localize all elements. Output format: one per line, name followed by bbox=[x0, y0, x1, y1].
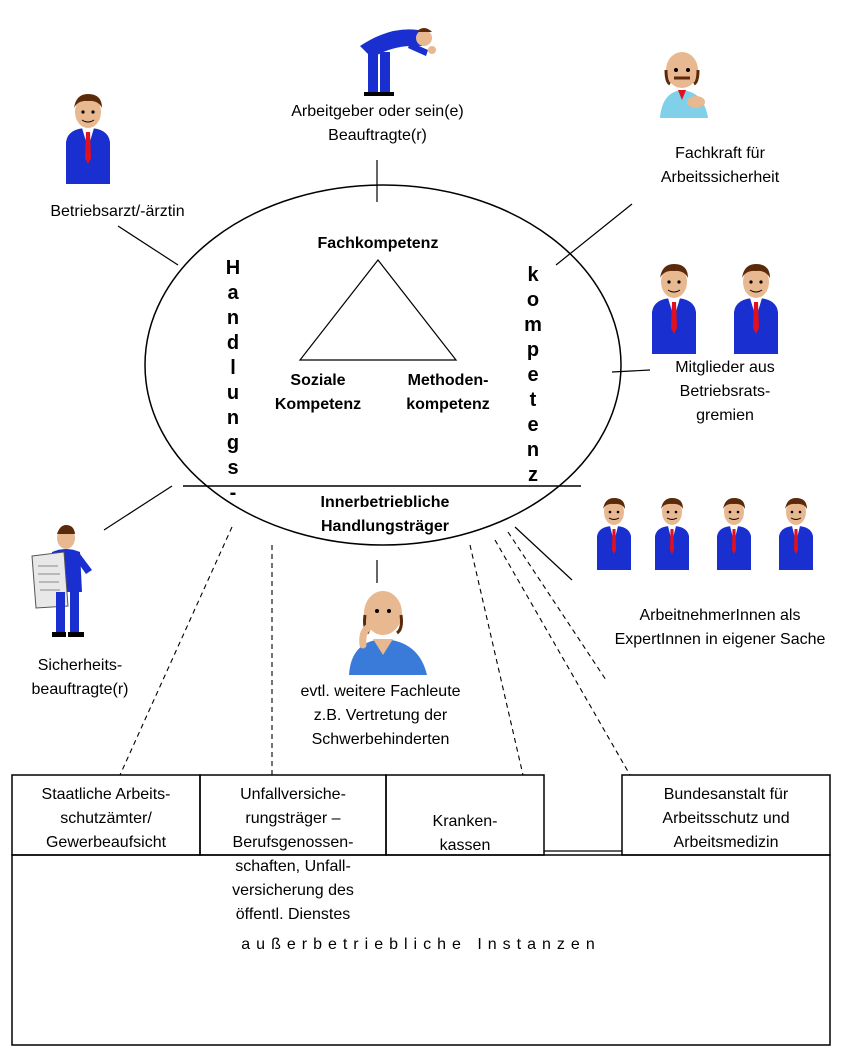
bowing-man-icon bbox=[360, 28, 436, 96]
box-text-ausserbetriebliche: außerbetriebliche Instanzen bbox=[241, 936, 601, 953]
box-text-unfall: Unfallversiche- rungsträger – Berufsgeno… bbox=[232, 786, 354, 923]
line-fachkraft bbox=[555, 203, 633, 266]
dash-bundesanstalt-1 bbox=[494, 539, 631, 776]
dash-kranken bbox=[469, 544, 524, 776]
label-arbeitgeber: Arbeitgeber oder sein(e) Beauftragte(r) bbox=[291, 103, 464, 144]
dash-staatlich bbox=[119, 526, 233, 776]
line-betriebsarzt bbox=[117, 225, 179, 266]
label-fachkompetenz: Fachkompetenz bbox=[317, 235, 439, 252]
central-ellipse bbox=[144, 184, 622, 546]
label-fachkraft: Fachkraft für Arbeitssicherheit bbox=[660, 145, 780, 186]
line-sicherheit bbox=[103, 485, 173, 531]
label-betriebsarzt: Betriebsarzt/-ärztin bbox=[50, 203, 185, 220]
line-arbeitnehmer bbox=[514, 526, 573, 581]
vertical-kompetenz: k o m p e t e n z bbox=[524, 264, 542, 486]
dash-bundesanstalt-2 bbox=[507, 531, 607, 681]
competence-triangle bbox=[298, 259, 458, 361]
label-soziale-kompetenz: Soziale Kompetenz bbox=[274, 372, 362, 413]
box-text-kranken: Kranken- kassen bbox=[432, 813, 498, 854]
vertical-handlungs: H a n d l u n g s - bbox=[225, 257, 241, 504]
label-betriebsrat: Mitglieder aus Betriebsrats- gremien bbox=[675, 359, 775, 424]
thinking-man-icon bbox=[349, 591, 427, 675]
line-betriebsrat bbox=[611, 369, 651, 373]
man-reading-newspaper-icon bbox=[31, 525, 92, 637]
label-sicherheitsbeauftragte: Sicherheits- beauftragte(r) bbox=[31, 657, 129, 698]
two-men-icon bbox=[652, 264, 778, 354]
bald-man-clapping-icon bbox=[660, 52, 708, 118]
box-ausser bbox=[11, 854, 831, 1046]
label-innerbetriebliche: Innerbetriebliche Handlungsträger bbox=[320, 494, 450, 535]
label-weitere-fachleute: evtl. weitere Fachleute z.B. Vertretung … bbox=[300, 683, 461, 748]
label-arbeitnehmer: ArbeitnehmerInnen als ExpertInnen in eig… bbox=[614, 607, 826, 648]
label-methodenkompetenz: Methoden- kompetenz bbox=[406, 372, 490, 413]
box-text-bundesanstalt: Bundesanstalt für Arbeitsschutz und Arbe… bbox=[662, 786, 790, 851]
man-in-suit-icon bbox=[66, 94, 110, 184]
box-text-staatlich: Staatliche Arbeits- schutzämter/ Gewerbe… bbox=[41, 786, 171, 851]
group-of-workers-icon bbox=[597, 497, 814, 571]
